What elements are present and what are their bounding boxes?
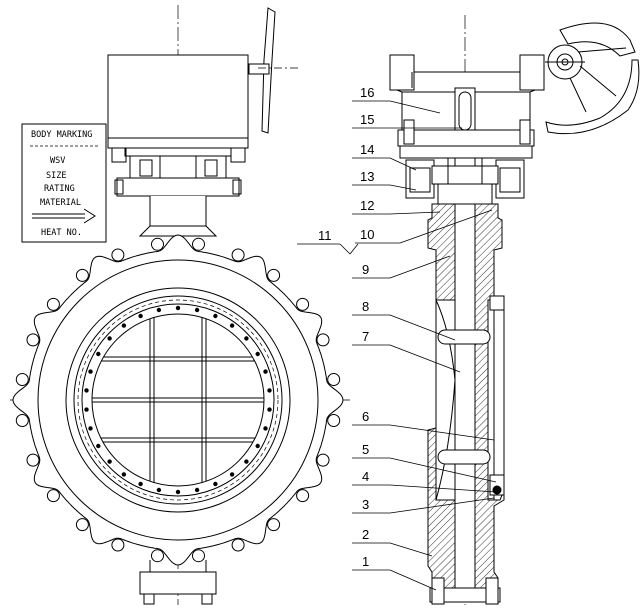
body-marking-box: BODY MARKING WSV SIZE RATING MATERIAL HE… <box>21 123 107 243</box>
part-label-2: 2 <box>362 527 369 542</box>
lug-bolt-hole <box>151 549 164 563</box>
part-label-16: 16 <box>360 85 374 100</box>
retainer-screw <box>107 459 112 464</box>
marking-rating: RATING <box>44 184 75 194</box>
body-ring <box>37 259 319 541</box>
part-label-11: 11 <box>318 228 332 243</box>
retainer-screw <box>88 426 93 431</box>
section-view <box>389 15 640 605</box>
retainer-screw <box>84 388 89 393</box>
retainer-screw <box>138 481 143 487</box>
retainer-screw <box>267 388 272 393</box>
part-label-4: 4 <box>362 469 369 484</box>
part-label-14: 14 <box>360 142 374 157</box>
retainer-screw <box>175 489 181 495</box>
lug-bolt-hole <box>192 237 205 251</box>
retainer-screw <box>194 487 200 493</box>
lug-bolt-hole <box>267 268 281 282</box>
lug-bolt-hole <box>231 248 245 262</box>
lug-bolt-hole <box>15 414 29 427</box>
retainer-screw <box>96 443 101 449</box>
lug-bolt-hole <box>327 414 341 427</box>
part-label-9: 9 <box>362 262 369 277</box>
retainer-screw <box>255 443 260 449</box>
retainer-screw <box>175 305 181 311</box>
part-label-7: 7 <box>362 329 369 344</box>
body-marking-title: BODY MARKING <box>31 130 92 140</box>
lug-bolt-hole <box>231 538 245 552</box>
lug-bolt-hole <box>192 549 205 563</box>
lug-bolt-hole <box>296 489 310 503</box>
lug-bolt-hole <box>26 453 40 467</box>
retainer-screw <box>156 487 162 493</box>
handwheel-front-icon <box>545 22 640 135</box>
lug-bolt-hole <box>46 297 60 311</box>
lug-bolt-hole <box>327 373 341 386</box>
retainer-screw <box>96 351 101 357</box>
part-label-15: 15 <box>360 112 374 127</box>
part-label-1: 1 <box>362 554 369 569</box>
front-view <box>10 5 350 605</box>
retainer-screw <box>213 313 218 319</box>
flow-arrow-icon <box>32 208 96 224</box>
retainer-screw <box>213 481 218 487</box>
retainer-screw <box>121 323 127 328</box>
lug-bolt-hole <box>15 373 29 386</box>
part-label-8: 8 <box>362 299 369 314</box>
part-label-5: 5 <box>362 442 369 457</box>
lug-bolt-hole <box>316 333 330 347</box>
body-ring <box>81 303 275 497</box>
part-label-13: 13 <box>360 169 374 184</box>
part-label-6: 6 <box>362 409 369 424</box>
marking-material: MATERIAL <box>40 198 81 208</box>
part-label-3: 3 <box>362 497 369 512</box>
retainer-screw <box>267 407 272 412</box>
disc-window <box>91 313 265 487</box>
retainer-screw <box>138 313 143 319</box>
lug-bolt-hole <box>296 297 310 311</box>
retainer-screw <box>107 336 112 341</box>
marking-wsv: WSV <box>50 156 65 166</box>
lug-bolt-hole <box>267 518 281 532</box>
handwheel-icon <box>248 7 298 134</box>
lug-bolt-hole <box>111 248 125 262</box>
retainer-screw <box>194 307 200 313</box>
retainer-screw <box>244 459 249 464</box>
marking-heat-no: HEAT NO. <box>41 228 82 238</box>
seat-ring-dashed <box>77 299 279 501</box>
retainer-screw <box>244 336 249 341</box>
retainer-screw <box>121 472 127 477</box>
lug-bolt-hole <box>316 453 330 467</box>
body-ring <box>73 295 283 505</box>
lug-bolt-hole <box>111 538 125 552</box>
lug-bolt-hole <box>75 518 89 532</box>
retainer-screw <box>88 369 93 374</box>
lug-bolt-hole <box>75 268 89 282</box>
retainer-screw <box>84 407 89 412</box>
leader-lines <box>297 100 497 591</box>
retainer-screw <box>229 472 235 477</box>
part-label-10: 10 <box>360 227 374 242</box>
retainer-screw <box>229 323 235 328</box>
retainer-screw <box>255 351 260 357</box>
part-label-12: 12 <box>360 198 374 213</box>
retainer-screw <box>263 369 268 374</box>
part-number-labels: 16 15 14 13 12 10 11 9 8 7 6 5 4 3 2 1 <box>318 85 374 569</box>
body-ring <box>65 287 291 513</box>
marking-size: SIZE <box>46 171 66 181</box>
lug-bolt-hole <box>151 237 164 251</box>
lug-bolt-hole <box>46 489 60 503</box>
retainer-screw <box>263 426 268 431</box>
retainer-screw <box>156 307 162 313</box>
lug-bolt-hole <box>26 333 40 347</box>
